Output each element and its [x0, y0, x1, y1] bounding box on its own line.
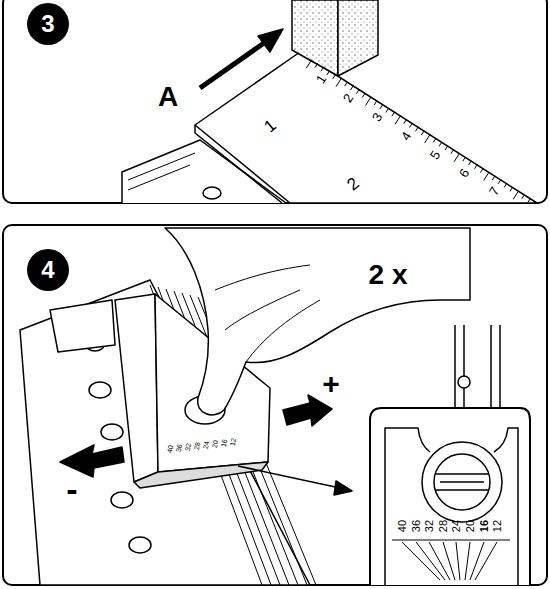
- tick: [356, 90, 359, 94]
- inset-scale: 40: [397, 520, 408, 532]
- step-number: 3: [41, 12, 54, 36]
- panel-frame: [3, 225, 547, 585]
- inset-knob: [422, 442, 502, 522]
- tick: [469, 161, 472, 165]
- gauge-scale: 20: [211, 440, 219, 449]
- plate-edge: [195, 125, 282, 203]
- gauge-scale: 12: [229, 438, 237, 447]
- tick: [327, 71, 330, 75]
- tick: [395, 116, 400, 124]
- tick: [392, 112, 395, 116]
- tick: [321, 67, 324, 71]
- gauge-scale: 16: [220, 439, 228, 448]
- scale-leaders: [402, 542, 497, 580]
- scale-leader: [456, 542, 460, 580]
- gauge-base: [134, 462, 268, 488]
- tick: [498, 180, 501, 184]
- tick: [439, 142, 442, 146]
- ruler-plate: [195, 52, 537, 203]
- tick: [445, 146, 448, 150]
- tick: [484, 172, 489, 180]
- step-number: 4: [41, 258, 54, 282]
- tick: [404, 120, 407, 124]
- tick: [386, 108, 389, 112]
- tick: [513, 191, 518, 199]
- tick: [315, 63, 318, 67]
- inset-scale: 12: [492, 520, 503, 532]
- repeat-count: 2 x: [369, 261, 408, 289]
- inset-frame: [370, 408, 530, 585]
- tick: [492, 176, 495, 180]
- tick: [345, 82, 348, 86]
- leader-line: [238, 466, 340, 488]
- step-badge: 3: [27, 3, 69, 45]
- gauge-scale: 36: [175, 444, 183, 453]
- scale-base: [392, 540, 510, 541]
- push-arrowhead: [258, 29, 283, 52]
- tick: [504, 183, 507, 187]
- tick: [433, 138, 436, 142]
- arrow-label: A: [158, 83, 178, 111]
- gauge-scale: 28: [193, 442, 201, 451]
- tick: [480, 168, 483, 172]
- inset-scale: 20: [465, 520, 476, 532]
- tick: [336, 78, 341, 86]
- base-hole: [203, 187, 221, 199]
- inset-scale: 32: [424, 520, 435, 532]
- inset-scale: 28: [438, 520, 449, 532]
- inset-rails: [455, 325, 500, 408]
- scale-leader: [402, 542, 440, 580]
- inset-scale: 16: [479, 520, 490, 532]
- scale-leader: [416, 542, 445, 580]
- panel-frame: [3, 0, 547, 203]
- tick: [463, 157, 466, 161]
- scale-leader: [465, 542, 470, 580]
- sponge-side: [338, 0, 378, 76]
- gauge-scale: 24: [202, 441, 210, 450]
- tick: [333, 75, 336, 79]
- tick: [374, 101, 377, 105]
- sponge: [292, 0, 338, 76]
- stop-tab: [50, 300, 115, 352]
- ruler-ticks: [306, 60, 530, 203]
- plus-sign: +: [322, 369, 340, 399]
- tick: [510, 187, 513, 191]
- tick: [421, 131, 424, 135]
- scale-leader: [475, 542, 497, 580]
- knob-cap: [434, 454, 490, 510]
- tick: [451, 150, 454, 154]
- base-detail: [128, 153, 195, 190]
- tick: [380, 105, 383, 109]
- inset-scale: 24: [451, 520, 462, 532]
- scale-leader: [443, 542, 455, 580]
- gauge-scale: 32: [184, 443, 192, 452]
- knob-slot: [436, 474, 488, 490]
- step-badge: 4: [27, 249, 69, 291]
- scale-leader: [470, 542, 484, 580]
- gauge-scale: 40: [166, 445, 174, 454]
- minus-sign: -: [66, 472, 77, 506]
- push-arrow: [200, 43, 264, 88]
- tick: [528, 198, 531, 202]
- leader-head: [334, 481, 352, 495]
- tick: [366, 97, 371, 105]
- tick: [522, 195, 525, 199]
- scale-leader: [429, 542, 450, 580]
- tick: [454, 153, 459, 161]
- tick: [410, 123, 413, 127]
- tick: [415, 127, 418, 131]
- finger-lines: [215, 265, 320, 362]
- tick: [306, 60, 311, 68]
- tick: [425, 135, 430, 143]
- tick: [475, 165, 478, 169]
- tick: [350, 86, 353, 90]
- tick: [362, 93, 365, 97]
- inset-scale: 36: [411, 520, 422, 532]
- hand: [165, 228, 470, 415]
- inset-body: [385, 428, 518, 585]
- plus-arrow: [283, 395, 332, 426]
